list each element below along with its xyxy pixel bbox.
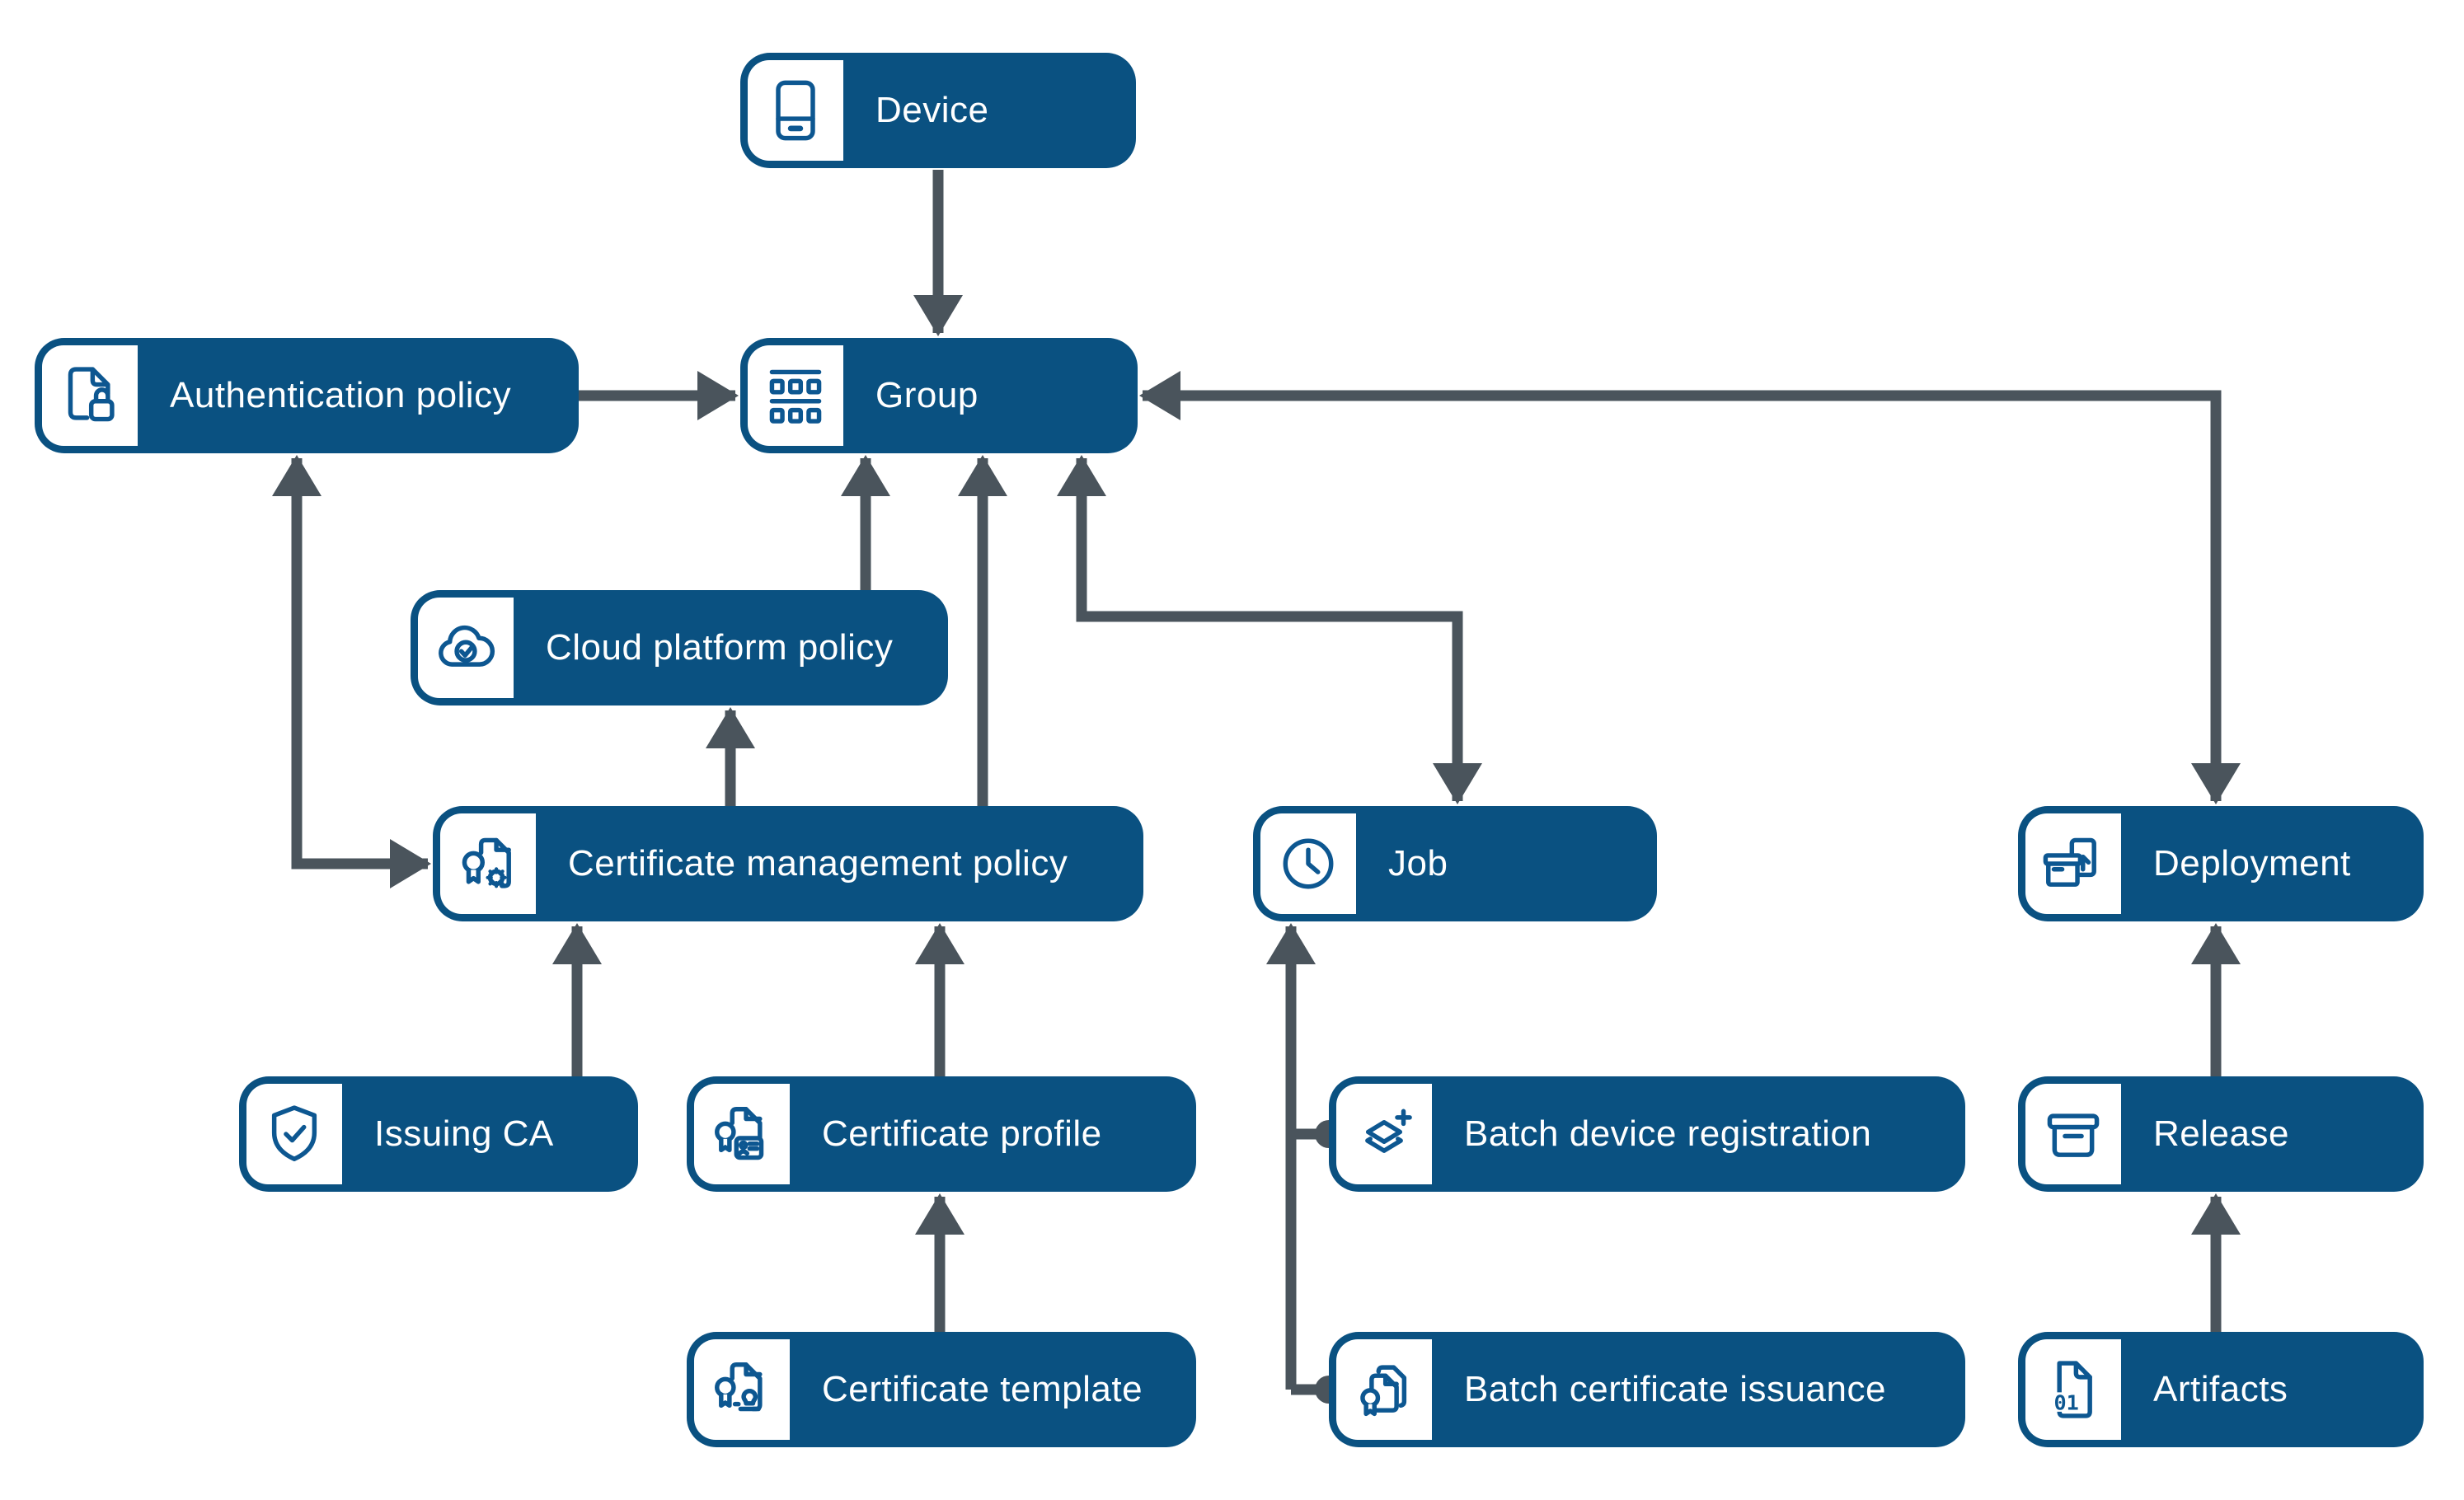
binary-file-icon: 01 bbox=[2052, 1361, 2092, 1418]
node-artifacts: 01 Artifacts bbox=[2018, 1332, 2424, 1447]
node-release: Release bbox=[2018, 1076, 2424, 1192]
icon-tile bbox=[1260, 813, 1356, 914]
node-label: Authentication policy bbox=[170, 375, 512, 415]
certificate-stamp-icon bbox=[715, 1362, 763, 1412]
icon-tile bbox=[418, 598, 514, 698]
node-label: Certificate management policy bbox=[568, 843, 1068, 884]
node-batch-device-registration: Batch device registration bbox=[1329, 1076, 1965, 1192]
icon-tile bbox=[748, 345, 843, 446]
certificate-gear-icon bbox=[462, 837, 511, 888]
cloud-check-icon bbox=[439, 625, 495, 667]
icon-tile bbox=[2025, 813, 2121, 914]
icon-tile bbox=[440, 813, 536, 914]
node-batch-certificate-issuance: Batch certificate issuance bbox=[1329, 1332, 1965, 1447]
node-label: Release bbox=[2153, 1113, 2289, 1154]
node-job: Job bbox=[1253, 806, 1657, 921]
edge-group-job bbox=[1057, 455, 1482, 804]
node-label: Batch certificate issuance bbox=[1464, 1369, 1886, 1409]
node-label: Certificate profile bbox=[822, 1113, 1102, 1154]
edge-certmgmt-authpolicy bbox=[272, 455, 431, 888]
icon-tile bbox=[1336, 1084, 1432, 1184]
edge-group-deployment bbox=[1139, 371, 2241, 804]
icon-tile bbox=[42, 345, 138, 446]
deploy-box-icon bbox=[2043, 837, 2096, 887]
node-label: Batch device registration bbox=[1464, 1113, 1872, 1154]
icon-tile bbox=[694, 1084, 790, 1184]
icon-tile bbox=[2025, 1084, 2121, 1184]
node-group: Group bbox=[740, 338, 1138, 453]
certificate-copies-icon bbox=[1360, 1365, 1407, 1417]
node-label: Issuing CA bbox=[374, 1113, 554, 1154]
layers-plus-icon bbox=[1365, 1109, 1412, 1153]
clock-icon bbox=[1283, 838, 1334, 889]
icon-tile bbox=[694, 1339, 790, 1440]
node-certificate-profile: Certificate profile bbox=[687, 1076, 1196, 1192]
node-label: Device bbox=[875, 90, 989, 130]
icon-tile bbox=[246, 1084, 342, 1184]
node-device: Device bbox=[740, 53, 1136, 168]
icon-tile bbox=[1336, 1339, 1432, 1440]
node-certificate-template: Certificate template bbox=[687, 1332, 1196, 1447]
node-issuing-ca: Issuing CA bbox=[239, 1076, 638, 1192]
icon-tile: 01 bbox=[2025, 1339, 2121, 1440]
node-label: Certificate template bbox=[822, 1369, 1143, 1409]
icon-tile bbox=[748, 60, 843, 161]
archive-box-icon bbox=[2047, 1113, 2100, 1157]
node-certificate-management-policy: Certificate management policy bbox=[433, 806, 1143, 921]
document-lock-icon bbox=[68, 367, 115, 422]
node-label: Group bbox=[875, 375, 979, 415]
node-label: Job bbox=[1388, 843, 1448, 884]
node-label: Deployment bbox=[2153, 843, 2351, 884]
group-icon bbox=[769, 369, 822, 424]
svg-text:01: 01 bbox=[2053, 1390, 2078, 1414]
shield-check-icon bbox=[271, 1105, 317, 1161]
node-deployment: Deployment bbox=[2018, 806, 2424, 921]
device-icon bbox=[776, 80, 815, 141]
node-label: Cloud platform policy bbox=[546, 627, 894, 668]
node-authentication-policy: Authentication policy bbox=[35, 338, 579, 453]
node-label: Artifacts bbox=[2153, 1369, 2288, 1409]
certificate-idcard-icon bbox=[715, 1107, 764, 1160]
node-cloud-platform-policy: Cloud platform policy bbox=[411, 590, 948, 705]
